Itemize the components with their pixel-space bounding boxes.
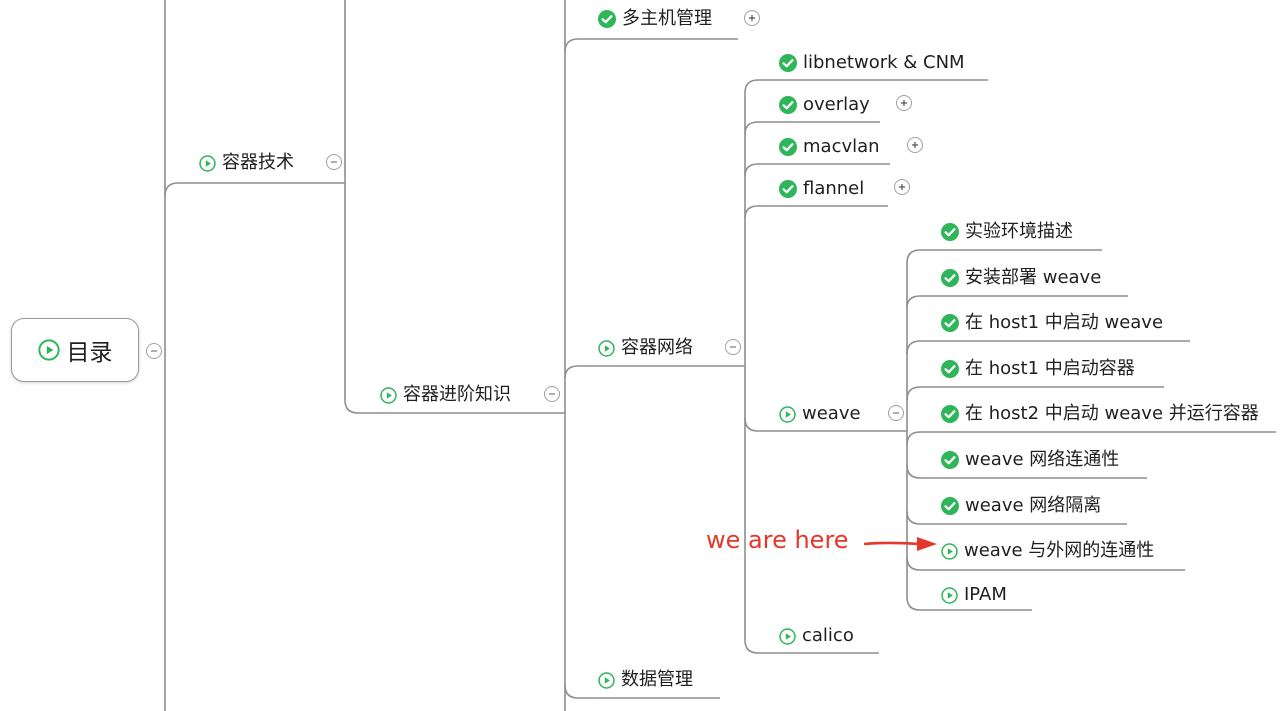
- play-circle-icon: [779, 405, 796, 423]
- connector-weave-4: [906, 386, 1164, 401]
- node-multi-host[interactable]: 多主机管理: [598, 7, 712, 31]
- connector-weave-5: [906, 431, 1276, 446]
- node-container-advanced[interactable]: 容器进阶知识: [380, 383, 511, 407]
- connector-weave-2: [906, 295, 1128, 309]
- check-circle-icon: [941, 269, 959, 287]
- collapse-toggle[interactable]: [725, 339, 741, 355]
- play-circle-icon: [779, 627, 796, 645]
- node-label: overlay: [803, 94, 870, 115]
- connector-macvlan: [744, 163, 890, 177]
- node-weave-env[interactable]: 实验环境描述: [941, 220, 1073, 244]
- annotation-text: we are here: [706, 526, 849, 554]
- connector-flannel: [744, 205, 888, 219]
- play-circle-icon: [598, 671, 615, 689]
- connector-weave-6: [906, 464, 1147, 479]
- node-label: 在 host2 中启动 weave 并运行容器: [965, 403, 1259, 424]
- connector-weave-8: [906, 556, 1185, 571]
- collapse-toggle[interactable]: [888, 405, 904, 421]
- connector-network: [564, 365, 745, 379]
- node-data-management[interactable]: 数据管理: [598, 668, 693, 692]
- node-weave-install[interactable]: 安装部署 weave: [941, 266, 1101, 290]
- collapse-toggle[interactable]: [544, 386, 560, 402]
- connector-level1-trunk: [344, 0, 565, 414]
- node-label: weave: [802, 403, 861, 424]
- node-macvlan[interactable]: macvlan: [779, 135, 880, 159]
- collapse-toggle[interactable]: [146, 343, 162, 359]
- root-node[interactable]: 目录: [11, 318, 139, 382]
- connector-weave-3: [906, 340, 1190, 355]
- node-label: 在 host1 中启动 weave: [965, 312, 1164, 333]
- collapse-toggle[interactable]: [326, 154, 342, 170]
- node-label: 容器网络: [621, 337, 693, 358]
- check-circle-icon: [941, 314, 959, 332]
- play-circle-icon: [37, 339, 60, 361]
- connector-level1: [164, 182, 345, 197]
- play-circle-icon: [941, 586, 958, 604]
- node-label: 实验环境描述: [965, 221, 1073, 242]
- expand-toggle[interactable]: [744, 10, 760, 26]
- root-node-label: 目录: [66, 340, 113, 366]
- check-circle-icon: [941, 451, 959, 469]
- connector-weave: [744, 417, 907, 432]
- node-weave-ipam[interactable]: IPAM: [941, 583, 1007, 607]
- node-label: 数据管理: [621, 669, 693, 690]
- connector-weave-9: [906, 596, 1032, 611]
- expand-toggle[interactable]: [896, 95, 912, 111]
- node-container-network[interactable]: 容器网络: [598, 336, 693, 360]
- node-weave-host2[interactable]: 在 host2 中启动 weave 并运行容器: [941, 402, 1259, 426]
- expand-toggle[interactable]: [907, 137, 923, 153]
- node-label: macvlan: [803, 136, 880, 157]
- node-libnetwork[interactable]: libnetwork & CNM: [779, 51, 965, 75]
- node-label: 容器技术: [222, 152, 294, 173]
- node-label: 安装部署 weave: [965, 267, 1102, 288]
- check-circle-icon: [779, 96, 797, 114]
- play-circle-icon: [941, 542, 958, 560]
- arrow-right-icon: [864, 537, 937, 551]
- node-container-tech[interactable]: 容器技术: [199, 151, 294, 175]
- node-overlay[interactable]: overlay: [779, 93, 870, 117]
- node-weave[interactable]: weave: [779, 402, 861, 426]
- node-label: 多主机管理: [622, 8, 712, 29]
- node-weave-isolation[interactable]: weave 网络隔离: [941, 494, 1101, 518]
- connector-libnetwork: [744, 79, 988, 94]
- connector-overlay: [744, 121, 880, 135]
- connector-weave-7: [906, 510, 1127, 525]
- node-calico[interactable]: calico: [779, 624, 854, 648]
- node-weave-external[interactable]: weave 与外网的连通性: [941, 539, 1154, 563]
- node-label: 在 host1 中启动容器: [965, 358, 1135, 379]
- expand-toggle[interactable]: [894, 179, 910, 195]
- check-circle-icon: [598, 10, 616, 28]
- connector-data: [564, 684, 720, 699]
- node-flannel[interactable]: flannel: [779, 177, 864, 201]
- play-circle-icon: [598, 339, 615, 357]
- check-circle-icon: [941, 223, 959, 241]
- play-circle-icon: [199, 154, 216, 172]
- node-label: weave 与外网的连通性: [964, 540, 1155, 561]
- check-circle-icon: [779, 180, 797, 198]
- node-label: flannel: [803, 178, 865, 199]
- check-circle-icon: [941, 405, 959, 423]
- node-label: weave 网络连通性: [965, 449, 1120, 470]
- connector-calico: [744, 639, 879, 654]
- check-circle-icon: [779, 54, 797, 72]
- node-label: weave 网络隔离: [965, 495, 1102, 516]
- connector-hosts: [564, 38, 738, 53]
- check-circle-icon: [941, 360, 959, 378]
- node-label: IPAM: [964, 584, 1007, 605]
- node-label: 容器进阶知识: [403, 384, 511, 405]
- node-label: libnetwork & CNM: [803, 52, 965, 73]
- play-circle-icon: [380, 386, 397, 404]
- check-circle-icon: [779, 138, 797, 156]
- node-label: calico: [802, 625, 854, 646]
- connector-weave-1: [906, 249, 1102, 264]
- node-weave-host1-start[interactable]: 在 host1 中启动 weave: [941, 311, 1163, 335]
- node-weave-host1-container[interactable]: 在 host1 中启动容器: [941, 357, 1135, 381]
- node-weave-connectivity[interactable]: weave 网络连通性: [941, 448, 1119, 472]
- check-circle-icon: [941, 497, 959, 515]
